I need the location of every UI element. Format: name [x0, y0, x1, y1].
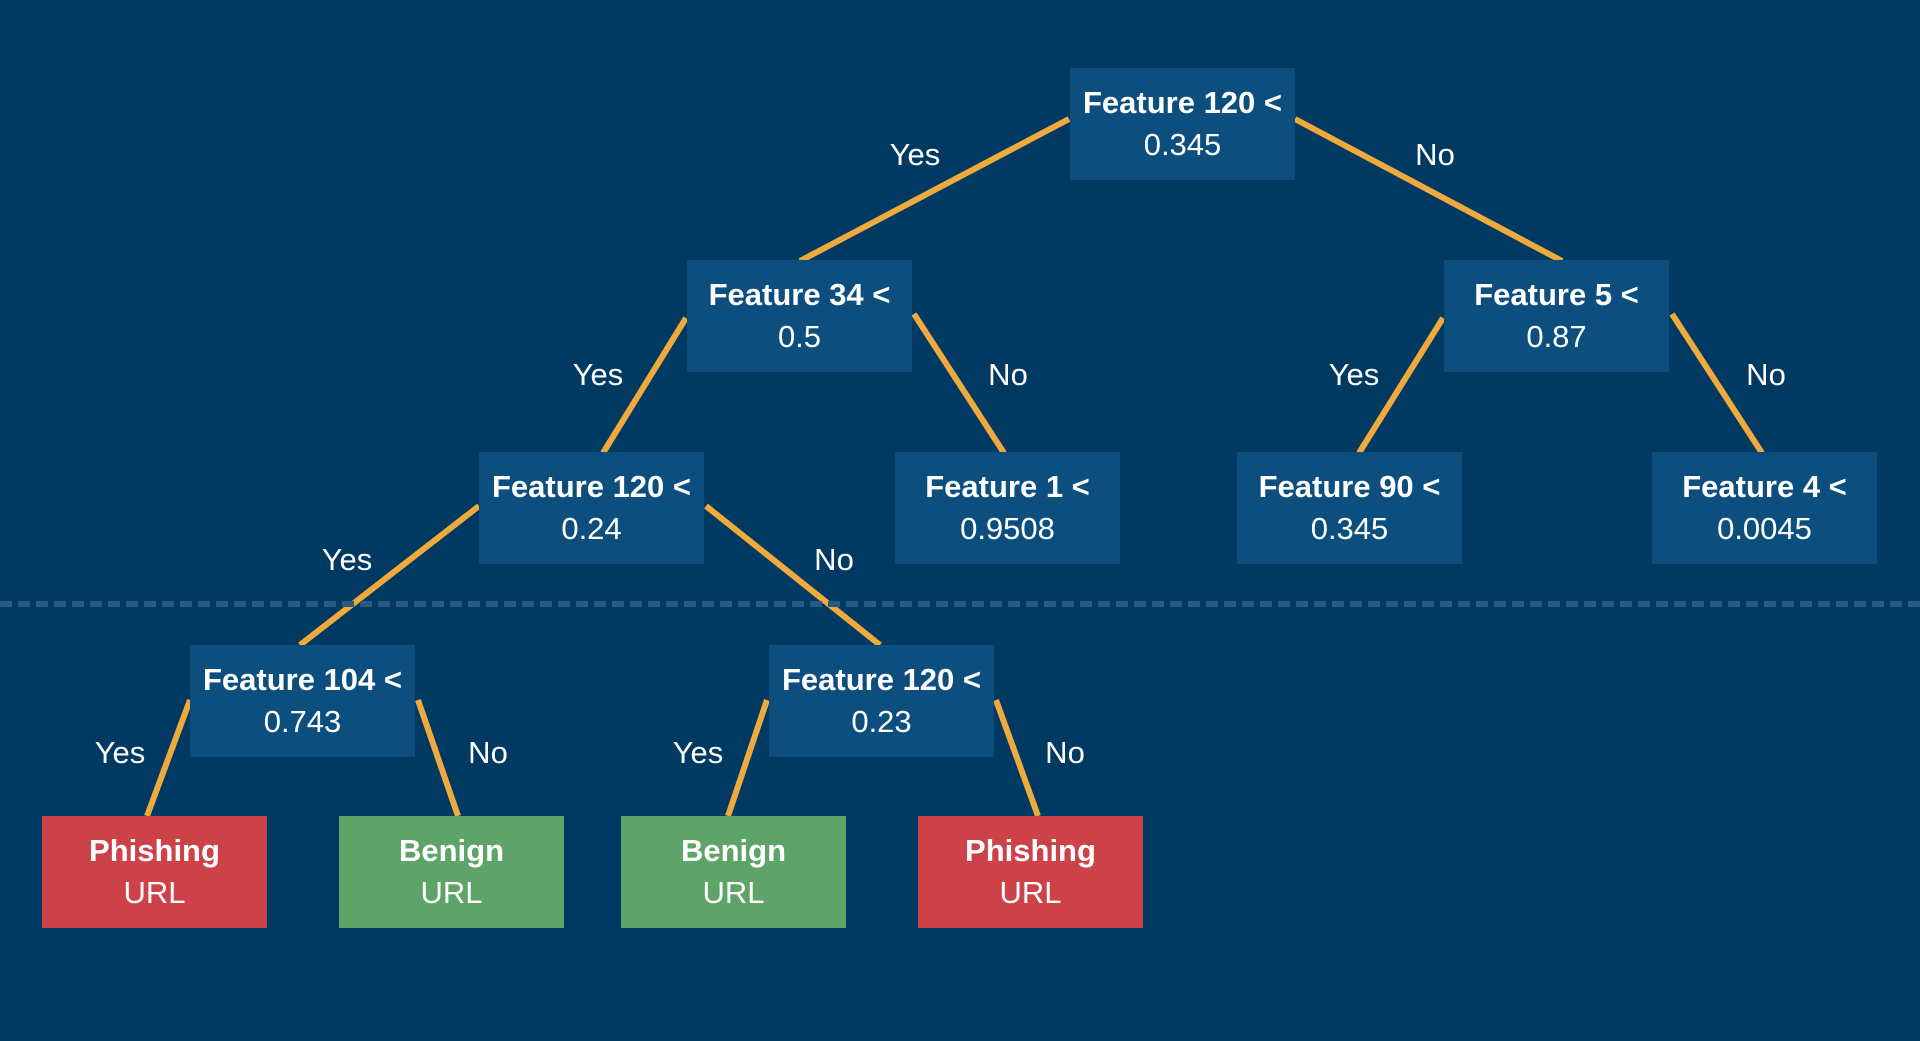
edge-root-f34 [798, 116, 1071, 264]
leaf-label: Benign [680, 833, 787, 868]
node-feature-34: Feature 34 < 0.5 [687, 260, 912, 372]
node-threshold: 0.345 [1143, 127, 1222, 162]
edge-f5-f4 [1669, 312, 1765, 455]
node-label: Feature 34 < [708, 277, 891, 312]
node-label: Feature 120 < [781, 662, 982, 697]
node-feature-104: Feature 104 < 0.743 [190, 645, 415, 757]
node-root-feature-120: Feature 120 < 0.345 [1070, 68, 1295, 180]
leaf-phishing-url: Phishing URL [918, 816, 1143, 928]
leaf-label: Phishing [965, 833, 1096, 868]
node-label: Feature 1 < [925, 469, 1090, 504]
leaf-sublabel: URL [420, 875, 483, 910]
node-feature-120-level3: Feature 120 < 0.23 [769, 645, 994, 757]
edge-f104-leaf2 [415, 699, 461, 817]
edge-label-yes: Yes [94, 735, 146, 770]
leaf-phishing-url: Phishing URL [42, 816, 267, 928]
edge-f104-leaf1 [144, 698, 193, 818]
edge-label-no: No [468, 735, 508, 770]
edge-f120b-f120c [704, 503, 882, 648]
node-feature-5: Feature 5 < 0.87 [1444, 260, 1669, 372]
leaf-benign-url: Benign URL [339, 816, 564, 928]
edge-label-no: No [1045, 735, 1085, 770]
leaf-sublabel: URL [123, 875, 186, 910]
edge-f34-f120b [600, 316, 689, 455]
leaf-benign-url: Benign URL [621, 816, 846, 928]
edge-label-yes: Yes [1328, 357, 1380, 392]
edge-f5-f90 [1356, 316, 1446, 455]
edge-label-yes: Yes [321, 542, 373, 577]
node-feature-120-level2: Feature 120 < 0.24 [479, 452, 704, 564]
edge-label-no: No [1746, 357, 1786, 392]
node-label: Feature 90 < [1258, 469, 1441, 504]
edge-label-no: No [814, 542, 854, 577]
leaf-sublabel: URL [999, 875, 1062, 910]
node-label: Feature 5 < [1474, 277, 1639, 312]
level-divider [0, 601, 1920, 607]
node-threshold: 0.24 [561, 511, 622, 546]
leaf-sublabel: URL [702, 875, 765, 910]
node-threshold: 0.23 [851, 704, 912, 739]
leaf-label: Phishing [89, 833, 220, 868]
node-label: Feature 104 < [202, 662, 403, 697]
edge-label-yes: Yes [572, 357, 624, 392]
node-label: Feature 4 < [1682, 469, 1847, 504]
edge-label-no: No [1415, 137, 1455, 172]
node-threshold: 0.743 [263, 704, 342, 739]
node-threshold: 0.87 [1526, 319, 1587, 354]
edge-label-yes: Yes [672, 735, 724, 770]
node-label: Feature 120 < [491, 469, 692, 504]
edge-f120b-f104 [298, 503, 481, 648]
edge-f120c-leaf4 [993, 698, 1041, 818]
edge-root-f5 [1293, 116, 1564, 264]
edge-f34-f1 [911, 312, 1007, 455]
node-feature-4: Feature 4 < 0.0045 [1652, 452, 1877, 564]
node-feature-90: Feature 90 < 0.345 [1237, 452, 1462, 564]
node-threshold: 0.5 [777, 319, 822, 354]
node-threshold: 0.345 [1310, 511, 1389, 546]
edge-f120c-leaf3 [725, 699, 770, 817]
leaf-label: Benign [398, 833, 505, 868]
node-threshold: 0.0045 [1717, 511, 1812, 546]
edge-label-yes: Yes [889, 137, 941, 172]
node-label: Feature 120 < [1082, 85, 1283, 120]
edge-label-no: No [988, 357, 1028, 392]
node-threshold: 0.9508 [960, 511, 1055, 546]
node-feature-1: Feature 1 < 0.9508 [895, 452, 1120, 564]
